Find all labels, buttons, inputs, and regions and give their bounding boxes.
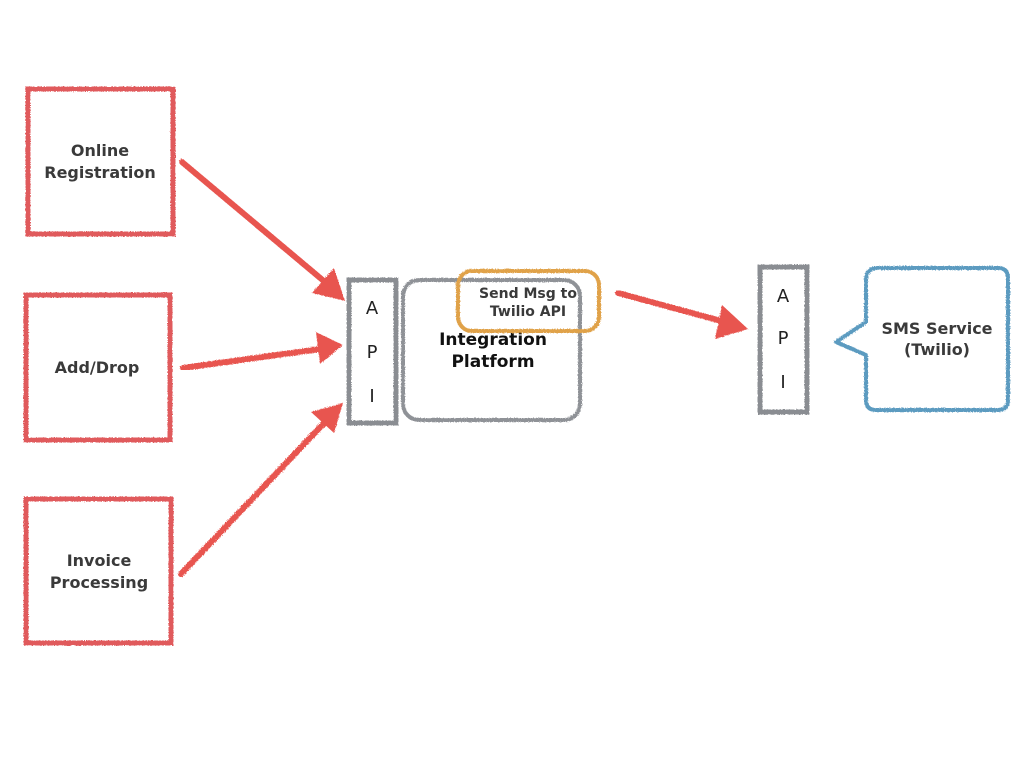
- api-letter: A: [366, 298, 379, 319]
- arrow-platform-to-twilio-api: [615, 290, 748, 339]
- api-gateway-left: A P I: [346, 277, 399, 426]
- api-letter: I: [780, 372, 785, 393]
- source-label-line: Invoice: [67, 551, 132, 570]
- source-box-add-drop: Add/Drop: [23, 292, 173, 443]
- api-letter: P: [367, 342, 378, 363]
- source-label-line: Add/Drop: [55, 358, 140, 377]
- api-gateway-right: A P I: [757, 264, 810, 415]
- integration-platform-box: Integration Platform: [401, 278, 582, 422]
- source-box-invoice-processing: Invoice Processing: [23, 496, 174, 646]
- source-label-line: Registration: [44, 163, 155, 182]
- source-label-line: Online: [71, 141, 129, 160]
- source-label-line: Processing: [50, 573, 148, 592]
- api-letter: A: [777, 286, 790, 307]
- service-label-line: SMS Service: [881, 319, 992, 338]
- api-letter: P: [778, 328, 789, 349]
- sms-service-bubble: SMS Service (Twilio): [834, 266, 1010, 412]
- service-label-line: (Twilio): [904, 340, 970, 359]
- arrow-invoice-processing-to-api: [178, 403, 343, 577]
- platform-label-line: Integration: [439, 330, 547, 350]
- arrow-online-registration-to-api: [179, 159, 345, 301]
- action-label-line: Send Msg to: [479, 286, 577, 302]
- platform-label-line: Platform: [451, 352, 534, 372]
- source-box-online-registration: Online Registration: [25, 86, 176, 237]
- arrow-add-drop-to-api: [180, 332, 343, 371]
- send-msg-action: Send Msg to Twilio API: [456, 269, 601, 333]
- action-label-line: Twilio API: [490, 304, 566, 320]
- api-letter: I: [369, 386, 374, 407]
